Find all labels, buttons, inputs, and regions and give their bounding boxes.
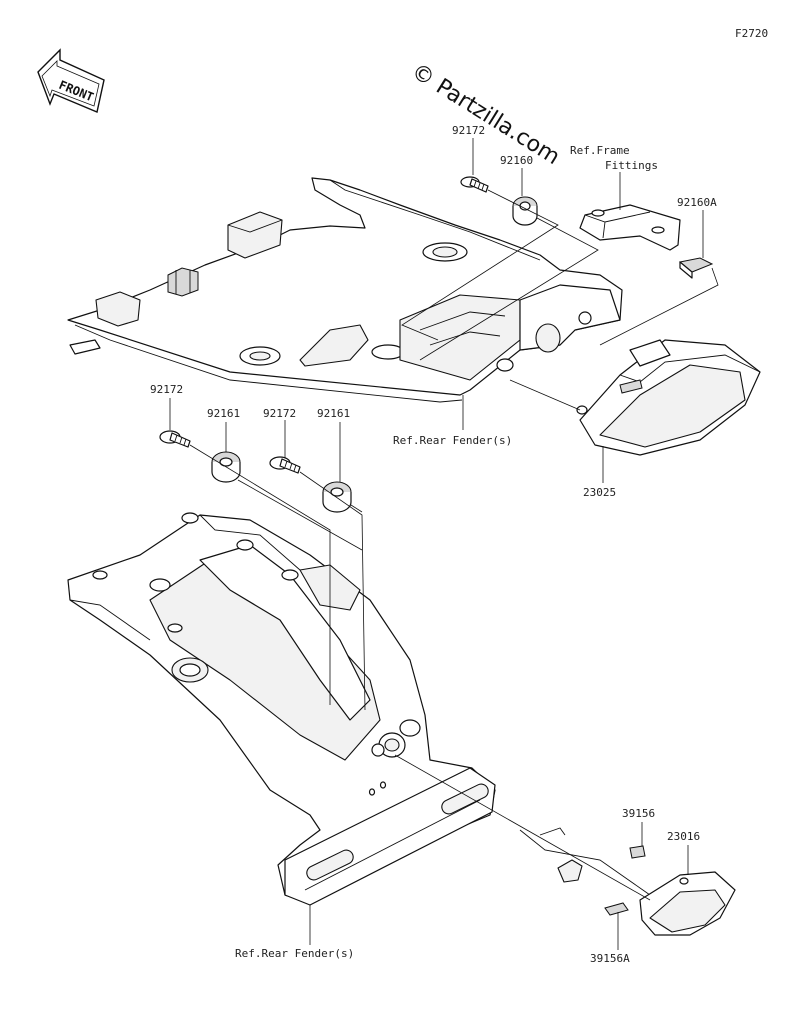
screw-92172-top <box>460 176 489 193</box>
frame-fittings-bracket <box>579 204 681 251</box>
screw-92172-left <box>159 430 191 448</box>
grommet-92161-mid <box>322 481 352 513</box>
nut-39156 <box>629 845 646 859</box>
label-39156: 39156 <box>622 807 655 820</box>
label-23016: 23016 <box>667 830 700 843</box>
label-92161-mid: 92161 <box>317 407 350 420</box>
label-ref-rear-fender-lower: Ref.Rear Fender(s) <box>235 947 354 960</box>
label-92160A: 92160A <box>677 196 717 209</box>
grommet-92160 <box>512 196 538 226</box>
tail-light-23025 <box>576 339 761 456</box>
screw-92172-mid <box>269 456 301 474</box>
leader-lines <box>169 138 719 950</box>
grommet-92161-left <box>211 451 241 483</box>
label-ref-frame-line2: Fittings <box>605 159 658 172</box>
watermark: © Partzilla.com <box>407 59 564 170</box>
nut-92160A <box>678 257 714 279</box>
label-92172-mid: 92172 <box>263 407 296 420</box>
label-23025: 23025 <box>583 486 616 499</box>
label-92172-left: 92172 <box>150 383 183 396</box>
nut-39156A <box>604 902 629 916</box>
figure-code: F2720 <box>735 27 768 40</box>
lower-rear-fender <box>67 512 496 906</box>
label-ref-frame-line1: Ref.Frame <box>570 144 630 157</box>
upper-rear-fender <box>67 177 623 403</box>
label-ref-rear-fender-upper: Ref.Rear Fender(s) <box>393 434 512 447</box>
license-lamp-23016 <box>519 827 736 936</box>
front-arrow-icon: FRONT <box>37 48 105 113</box>
label-92161-left: 92161 <box>207 407 240 420</box>
label-92172-top: 92172 <box>452 124 485 137</box>
label-39156A: 39156A <box>590 952 630 965</box>
label-92160: 92160 <box>500 154 533 167</box>
